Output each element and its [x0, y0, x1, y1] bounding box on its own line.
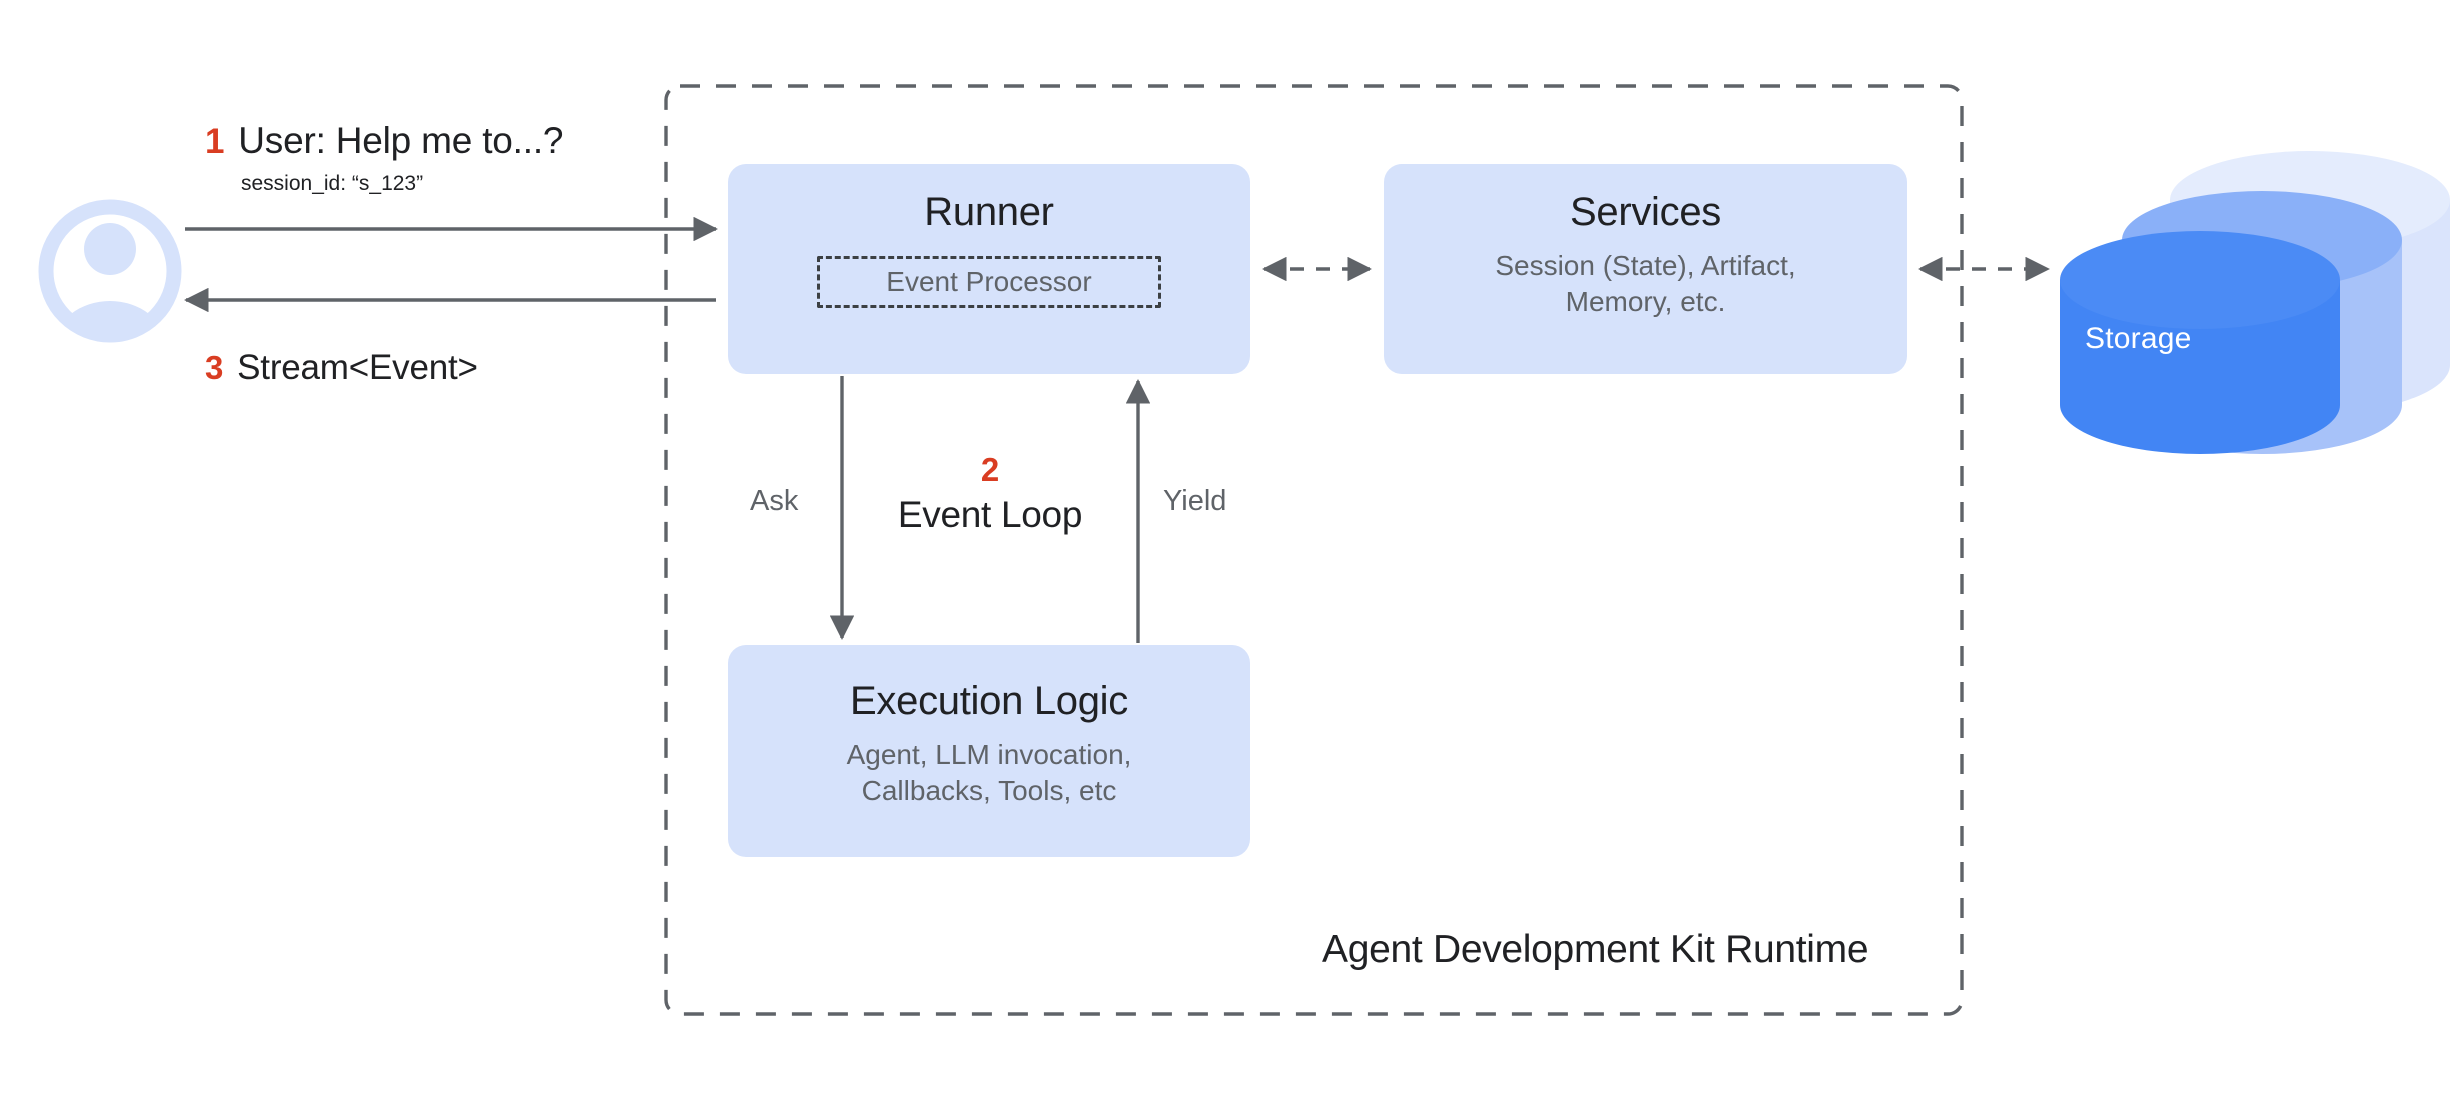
step-number-2: 2 [980, 451, 1000, 488]
services-subtitle: Session (State), Artifact, Memory, etc. [1495, 250, 1796, 317]
event-processor-node[interactable]: Event Processor [817, 256, 1161, 308]
user-request-text: User: Help me to...? [238, 120, 564, 161]
database-cylinder-icon [2060, 151, 2450, 454]
event-processor-label: Event Processor [886, 266, 1092, 297]
services-node[interactable]: Services Session (State), Artifact, Memo… [1384, 164, 1907, 374]
user-request-line: 1 User: Help me to...? [205, 120, 805, 162]
event-loop-label: Event Loop [897, 494, 1083, 536]
runner-node[interactable]: Runner Event Processor [728, 164, 1250, 374]
runner-title: Runner [924, 190, 1054, 234]
stream-response-annotation: 3 Stream<Event> [205, 348, 478, 388]
session-id-text: session_id: “s_123” [241, 172, 424, 195]
storage-label: Storage [2085, 322, 2192, 355]
stream-response-text: Stream<Event> [237, 348, 478, 387]
adk-runtime-caption: Agent Development Kit Runtime [1322, 928, 1869, 971]
execution-logic-subtitle: Agent, LLM invocation, Callbacks, Tools,… [846, 739, 1132, 806]
yield-edge-label: Yield [1163, 485, 1227, 517]
adk-runtime-container [664, 84, 1964, 1016]
ask-edge-label: Ask [750, 485, 799, 517]
user-avatar-icon [38, 199, 182, 343]
step-number-1: 1 [205, 122, 225, 161]
execution-logic-title: Execution Logic [850, 679, 1128, 723]
services-title: Services [1570, 190, 1721, 234]
user-request-annotation: 1 User: Help me to...? session_id: “s_123… [205, 120, 805, 196]
event-loop-annotation: 2 Event Loop [878, 451, 1102, 536]
step-number-3: 3 [205, 349, 224, 386]
execution-logic-node[interactable]: Execution Logic Agent, LLM invocation, C… [728, 645, 1250, 857]
